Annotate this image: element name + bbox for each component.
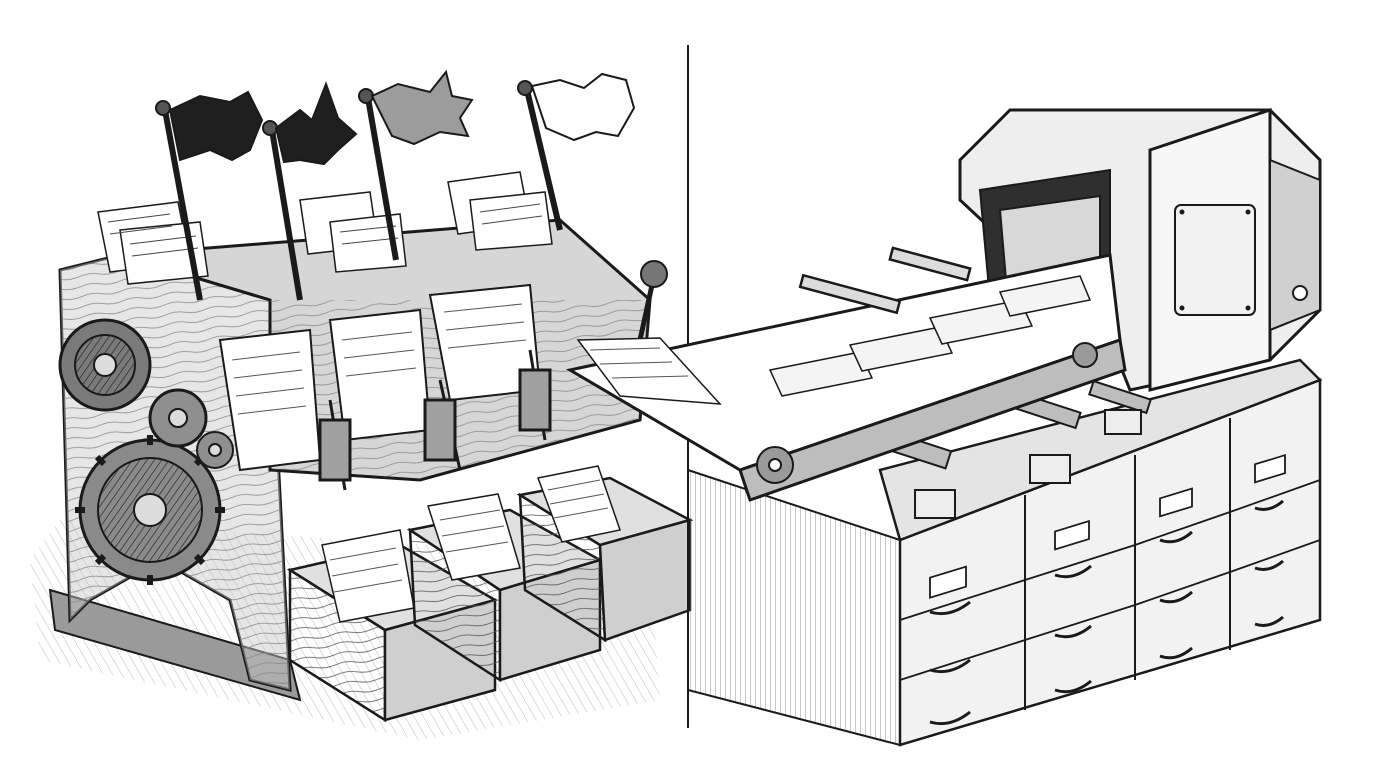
conveyor-belt — [565, 246, 1127, 502]
flag-black-2 — [262, 81, 358, 301]
side-levers — [318, 349, 552, 491]
card-stacks — [97, 171, 553, 285]
crank-handle — [637, 260, 668, 341]
wooden-bin-3 — [516, 465, 694, 643]
tiny-gear-icon — [196, 431, 234, 469]
transition-card — [576, 337, 722, 405]
scanner-button-icon — [1292, 285, 1308, 301]
upper-gear-icon — [58, 318, 152, 412]
machine-base — [48, 588, 302, 702]
flag-white — [517, 72, 636, 231]
file-cabinets — [878, 358, 1323, 747]
platform-block — [687, 468, 901, 747]
sorting-chutes — [218, 283, 542, 472]
flag-black-1 — [155, 90, 264, 301]
left-panel-old-sorting-machine — [30, 69, 694, 740]
flag-gray — [358, 69, 474, 261]
right-panel-modern-system — [565, 107, 1323, 747]
drawer-labels-and-handles — [929, 453, 1286, 599]
small-gear-icon — [148, 388, 208, 448]
